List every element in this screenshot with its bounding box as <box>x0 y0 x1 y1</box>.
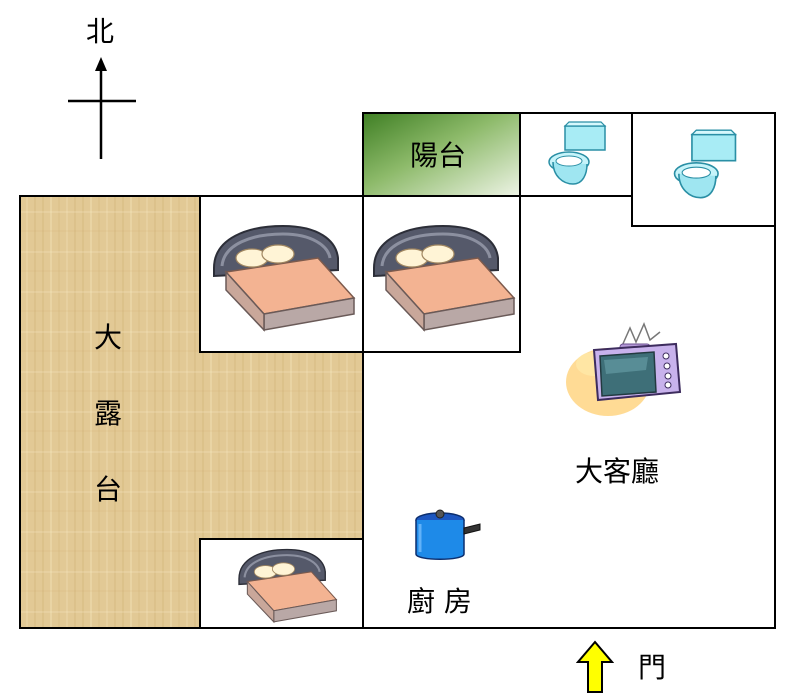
entrance-arrow-icon <box>576 640 614 693</box>
kitchen-label: 廚 房 <box>407 585 472 618</box>
balcony-label: 陽台 <box>410 139 467 172</box>
terrace-label-1: 大 <box>93 321 122 354</box>
north-label: 北 <box>86 15 115 48</box>
living-room-label: 大客廳 <box>575 455 660 488</box>
bed-icon <box>373 224 516 332</box>
toilet-icon <box>548 121 607 185</box>
entrance-label: 門 <box>638 651 667 684</box>
compass-cross-icon <box>68 57 136 159</box>
terrace-label-2: 露 <box>93 397 122 430</box>
house-outer-wall <box>362 196 776 629</box>
toilet-icon <box>673 129 738 199</box>
bed-icon <box>238 548 338 624</box>
tv-icon <box>566 322 682 416</box>
cooking-pot-icon <box>415 509 481 560</box>
bed-icon <box>213 224 356 332</box>
balcony-area <box>362 112 521 197</box>
terrace-label-3: 台 <box>93 473 122 506</box>
